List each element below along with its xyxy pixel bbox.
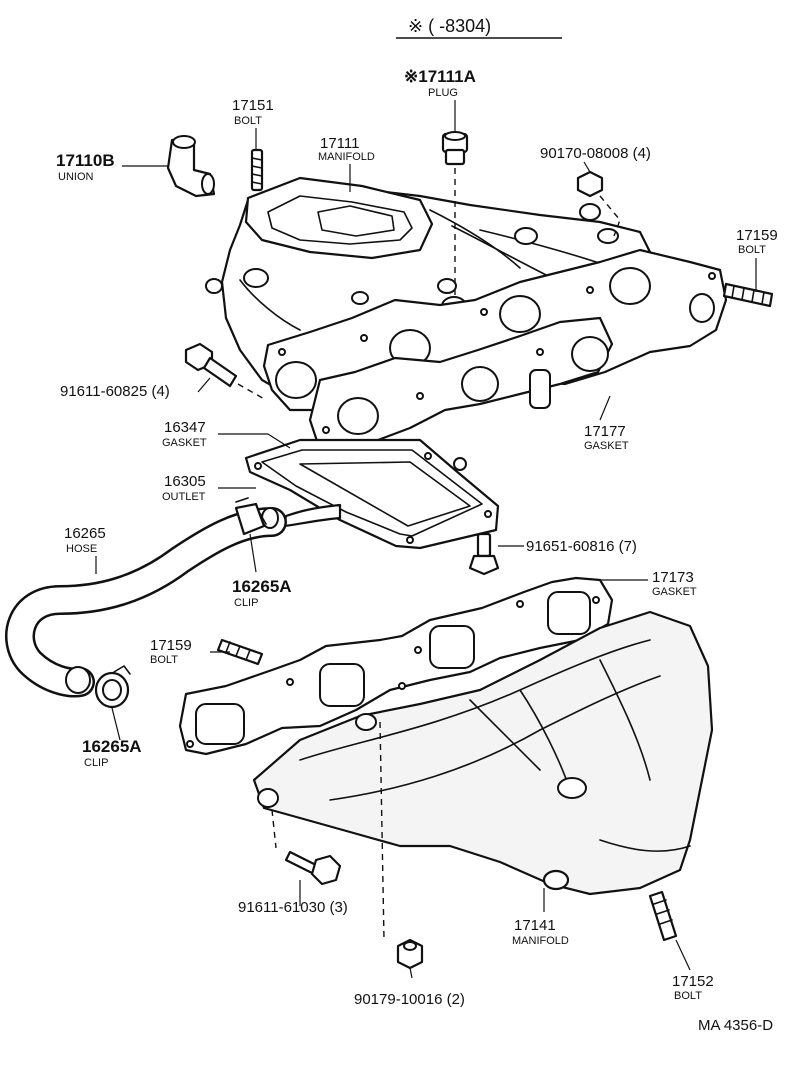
part-number: 17141 (514, 917, 556, 934)
part-number: 16347 (164, 419, 206, 436)
part-number: 17151 (232, 97, 274, 114)
part-label-17111A: ※17111A PLUG (404, 67, 476, 99)
stud-17159-top-drawing (722, 282, 774, 308)
plug-17111A-drawing (441, 131, 469, 300)
part-label-16265A-bottom: 16265A CLIP (82, 737, 142, 769)
leader-lines (95, 100, 757, 979)
part-name: CLIP (84, 757, 108, 769)
nut-90179-10016-drawing (379, 721, 424, 970)
part-label-17173: 17173 GASKET (652, 569, 697, 598)
part-number: 16265A (232, 577, 292, 596)
part-label-16347: 16347 GASKET (162, 419, 207, 449)
part-number: 17111 (320, 135, 360, 152)
part-number: 17152 (672, 973, 714, 990)
part-name: PLUG (428, 87, 458, 99)
bolt-91611-61030-drawing (271, 809, 342, 886)
part-name: BOLT (234, 115, 262, 127)
part-number: 91611-61030 (3) (238, 899, 348, 916)
part-label-91651: 91651-60816 (7) (526, 538, 637, 555)
part-name: OUTLET (162, 491, 206, 503)
figure-code: MA 4356-D (698, 1017, 773, 1034)
part-label-17141: 17141 MANIFOLD (512, 917, 569, 947)
clip-16265A-top-drawing (234, 497, 267, 536)
part-number: 90170-08008 (4) (540, 145, 651, 162)
stud-17151-drawing (250, 148, 264, 192)
stud-17159-mid-drawing (216, 638, 264, 666)
part-number: 16305 (164, 473, 206, 490)
part-label-16265A-top: 16265A CLIP (232, 577, 292, 609)
part-name: GASKET (162, 437, 207, 449)
part-number: 91611-60825 (4) (60, 383, 170, 400)
part-name: MANIFOLD (318, 151, 375, 163)
part-number: 91651-60816 (7) (526, 538, 637, 555)
part-label-17177: 17177 GASKET (584, 423, 629, 452)
part-label-91611-60825: 91611-60825 (4) (60, 383, 170, 400)
part-name: UNION (58, 171, 94, 183)
part-label-17110B: 17110B UNION (56, 151, 115, 183)
part-number: 16265A (82, 737, 142, 756)
part-number: 17159 (736, 227, 778, 244)
part-name: BOLT (674, 990, 702, 1002)
header-text: ※ ( -8304) (408, 16, 491, 36)
part-number: 17177 (584, 423, 626, 440)
part-name: GASKET (584, 440, 629, 452)
clip-16265A-bottom-drawing (94, 665, 131, 709)
part-label-90179: 90179-10016 (2) (354, 991, 465, 1008)
part-number: 17173 (652, 569, 694, 586)
part-name: MANIFOLD (512, 935, 569, 947)
bolt-91611-60825-drawing (184, 342, 267, 401)
header: ※ ( -8304) (396, 16, 562, 39)
stud-17152-drawing (648, 890, 678, 942)
part-label-17159-top: 17159 BOLT (736, 227, 778, 256)
part-label-17159-mid: 17159 BOLT (150, 637, 192, 666)
part-label-16265: 16265 HOSE (64, 525, 106, 555)
part-name: CLIP (234, 597, 258, 609)
part-number: 17159 (150, 637, 192, 654)
part-label-90170: 90170-08008 (4) (540, 145, 651, 162)
bolt-91651-60816-drawing (468, 532, 500, 576)
part-name: GASKET (652, 586, 697, 598)
part-name: BOLT (738, 244, 766, 256)
part-name: BOLT (150, 654, 178, 666)
manifold-face-drawing (308, 316, 614, 452)
part-number: 17110B (56, 151, 115, 170)
part-label-91611-61030: 91611-61030 (3) (238, 899, 348, 916)
part-name: HOSE (66, 543, 97, 555)
part-label-16305: 16305 OUTLET (162, 473, 206, 503)
union-17110B-drawing (166, 135, 216, 198)
exhaust-manifold-17141-drawing (252, 610, 714, 896)
part-label-17151: 17151 BOLT (232, 97, 274, 127)
exhaust-gasket-17173-drawing (178, 576, 614, 756)
outlet-16305-drawing (244, 438, 500, 550)
part-number: 16265 (64, 525, 106, 542)
part-label-17152: 17152 BOLT (672, 973, 714, 1002)
part-number: 90179-10016 (2) (354, 991, 465, 1008)
part-number: ※17111A (404, 67, 476, 86)
part-label-17111: 17111 MANIFOLD (318, 135, 375, 163)
